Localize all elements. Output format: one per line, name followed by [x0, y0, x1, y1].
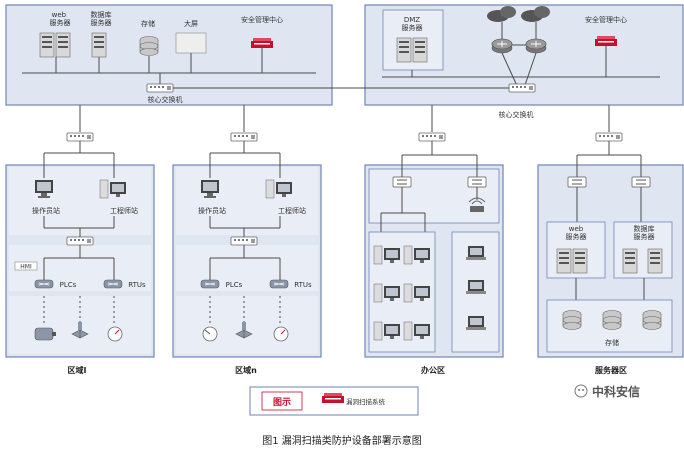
server-zone-storage-icon-2: [602, 310, 622, 330]
zone-i: 操作员站 工程师站 HMI PLCs RTUs: [5, 141, 155, 358]
core-switch-left-label: 核心交换机: [148, 95, 183, 104]
zone-i-caption: 区域I: [68, 365, 87, 375]
web-server-label-line2: 服务器: [50, 18, 71, 27]
server-zone-access-switch-icon: [595, 132, 623, 142]
zone-i-rtus-label: RTUs: [128, 281, 146, 289]
office-access-switch-icon: [418, 132, 446, 142]
zone-n-caption: 区域n: [235, 365, 257, 375]
zone-n-access-switch-icon: [230, 132, 258, 142]
zone-n-plcs-label: PLCs: [226, 281, 243, 289]
watermark: 中科安信: [574, 384, 640, 399]
zone-i-hmi-label: HMI: [20, 264, 32, 271]
zone-i-rtu-icon: [103, 279, 123, 289]
security-center-label-right: 安全管理中心: [585, 15, 627, 24]
legend-title: 图示: [273, 397, 291, 408]
zone-n-valve-icon: [235, 322, 253, 339]
zone-i-motor-icon: [34, 327, 56, 341]
server-zone-storage-icon-1: [562, 310, 582, 330]
zone-i-field-switch-icon: [66, 236, 94, 246]
zone-i-access-switch-icon: [66, 132, 94, 142]
db-server: [91, 32, 107, 58]
zone-n-rtus-label: RTUs: [294, 281, 312, 289]
zone-n-engineer-label: 工程师站: [278, 206, 306, 215]
office-laptop-3: [466, 316, 486, 330]
office-switch-icon-2: [467, 176, 487, 188]
office-switch-icon-1: [392, 176, 412, 188]
core-switch-left-icon: [146, 83, 174, 93]
web-server-label: web 服务器: [50, 11, 71, 27]
zone-i-engineer-label: 工程师站: [110, 206, 138, 215]
server-zone-storage-icon-3: [642, 310, 662, 330]
router-icon-1: [491, 38, 513, 54]
db-server-label: 数据库服务器: [91, 10, 112, 27]
server-zone-db-label: 数据库服务器: [634, 224, 655, 241]
server-zone-switch-icon-1: [567, 176, 587, 188]
server-zone-storage-label: 存储: [605, 338, 619, 347]
server-zone-switch-icon-2: [631, 176, 651, 188]
zone-n-operator-label: 操作员站: [198, 206, 226, 215]
server-zone-caption: 服务器区: [595, 365, 627, 375]
office-caption: 办公区: [421, 365, 445, 375]
big-screen-label: 大屏: [184, 19, 198, 28]
legend: 图示 漏洞扫描系统: [249, 386, 419, 416]
zone-n-plc-icon: [200, 279, 220, 289]
core-switch-right-icon: [508, 83, 536, 93]
security-center-label-left: 安全管理中心: [241, 15, 283, 24]
zone-n: 操作员站 工程师站 PLCs RTUs: [172, 141, 322, 358]
core-switch-right-label: 核心交换机: [499, 110, 534, 119]
vuln-scanner-icon-top-left: [251, 38, 273, 48]
watermark-text: 中科安信: [592, 384, 640, 399]
office-zone: [364, 141, 504, 358]
office-wifi-icon: [468, 197, 486, 212]
office-laptop-1: [466, 246, 486, 260]
web-server-label-line1: web: [52, 11, 67, 19]
figure-caption: 图1 漏洞扫描类防护设备部署示意图: [262, 434, 422, 447]
vuln-scanner-icon-top-right: [595, 36, 617, 46]
internet-cloud-icon: [487, 6, 550, 22]
zone-i-hmi-box: [14, 261, 38, 271]
zone-n-rtu-icon: [269, 279, 289, 289]
storage-db-icon: [139, 36, 159, 56]
legend-scanner-icon: [322, 393, 344, 403]
zone-i-valve-icon: [71, 322, 89, 339]
zone-i-plcs-label: PLCs: [60, 281, 77, 289]
zone-i-plc-icon: [34, 279, 54, 289]
zone-n-gauge-icon-1: [202, 326, 218, 342]
big-screen-icon: [175, 32, 207, 54]
storage-label: 存储: [141, 19, 155, 28]
zone-i-operator-label: 操作员站: [32, 206, 60, 215]
router-icon-2: [525, 38, 547, 54]
office-laptop-2: [466, 280, 486, 294]
zone-n-gauge-icon-2: [273, 326, 289, 342]
zone-i-gauge-icon: [107, 326, 123, 342]
legend-item-label: 漏洞扫描系统: [346, 397, 386, 406]
zone-n-field-switch-icon: [230, 236, 258, 246]
